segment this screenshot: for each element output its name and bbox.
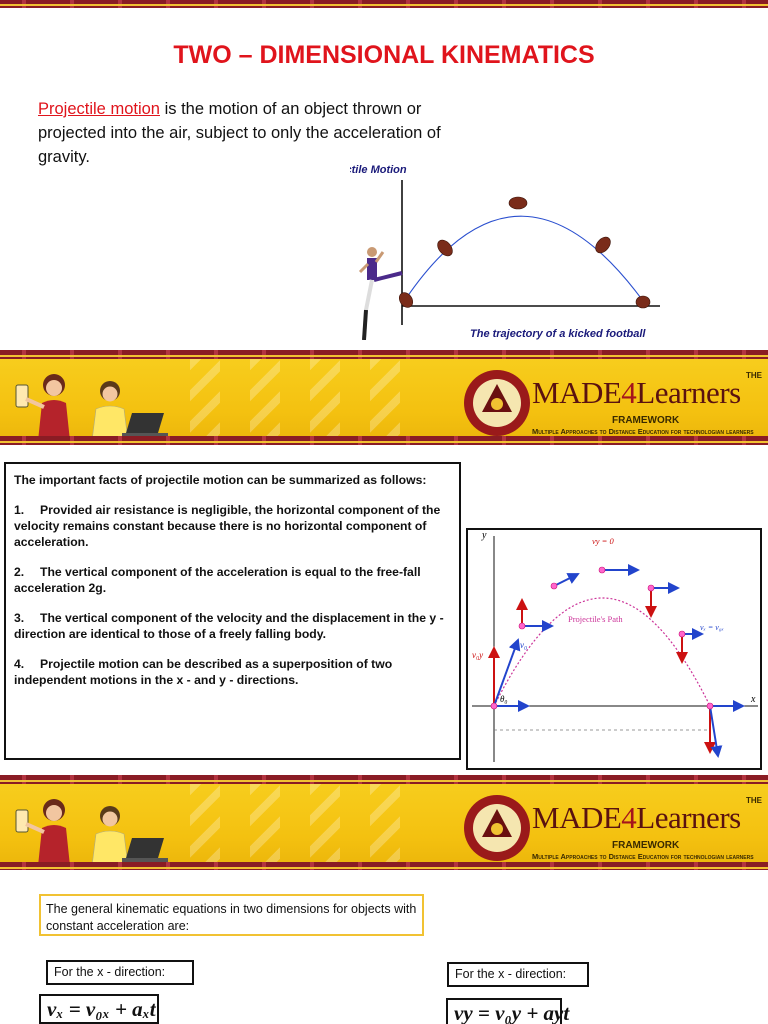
stripe-divider-3 (0, 775, 768, 785)
stripe-divider-2 (0, 436, 768, 446)
label-vy-top: vy = 0 (592, 536, 615, 546)
kicker-figure (358, 247, 403, 340)
equations-intro: The general kinematic equations in two d… (39, 894, 424, 936)
football-1 (398, 292, 414, 308)
projectile-figure: Projectile Motion The trajectory of a ki… (350, 164, 660, 340)
slide-projectile-intro: TWO – DIMENSIONAL KINEMATICS Projectile … (0, 8, 768, 352)
axis-x-label: x (750, 694, 756, 705)
football-3 (508, 196, 528, 210)
university-seal (464, 795, 530, 861)
label-voy: v₀y (472, 650, 483, 660)
students-illustration (15, 799, 168, 867)
label-vo: v₀ (520, 640, 527, 650)
figure-caption: The trajectory of a kicked football (470, 328, 646, 340)
fact-item: 2.The vertical component of the accelera… (14, 565, 421, 595)
fact-item: 1.Provided air resistance is negligible,… (14, 503, 441, 549)
football-5 (635, 295, 651, 309)
y-direction-label: For the x - direction: (447, 962, 589, 987)
intro-paragraph: Projectile motion is the motion of an ob… (38, 97, 468, 169)
facts-intro: The important facts of projectile motion… (14, 473, 427, 487)
football-2 (437, 239, 453, 257)
x-velocity-equation: vₓ = v₀ₓ + aₓt (39, 994, 159, 1024)
label-theta: θ₀ (500, 694, 508, 704)
axis-y-label: y (481, 530, 487, 541)
page-title: TWO – DIMENSIONAL KINEMATICS (173, 41, 595, 69)
top-stripe (0, 0, 768, 8)
intro-text: is the motion of an object thrown or pro… (38, 100, 441, 166)
made4learners-banner-2: THE MADE4Learners FRAMEWORK Multiple App… (0, 784, 768, 872)
slide-projectile-facts: The important facts of projectile motion… (0, 445, 768, 774)
fact-item: 3.The vertical component of the velocity… (14, 611, 444, 641)
stripe-divider-1 (0, 350, 768, 360)
x-direction-label: For the x - direction: (46, 960, 194, 985)
students-illustration (15, 374, 168, 442)
slide-kinematic-equations: The general kinematic equations in two d… (0, 870, 768, 1024)
made4learners-banner: THE MADE4Learners FRAMEWORK Multiple App… (0, 359, 768, 447)
fact-item: 4.Projectile motion can be described as … (14, 657, 393, 687)
university-seal (464, 370, 530, 436)
football-4 (595, 236, 611, 254)
figure-title: Projectile Motion (350, 164, 407, 176)
y-velocity-equation: vy = v₀y + ayt (446, 998, 569, 1024)
projectile-vector-diagram: y x Projectile's Path v₀y v₀ θ₀ vy = 0 (466, 528, 762, 770)
intro-term: Projectile motion (38, 100, 160, 118)
label-vx: vₓ = v₀ₓ (700, 623, 724, 632)
path-label: Projectile's Path (568, 614, 623, 624)
stripe-divider-4 (0, 862, 768, 871)
facts-box: The important facts of projectile motion… (4, 462, 461, 760)
